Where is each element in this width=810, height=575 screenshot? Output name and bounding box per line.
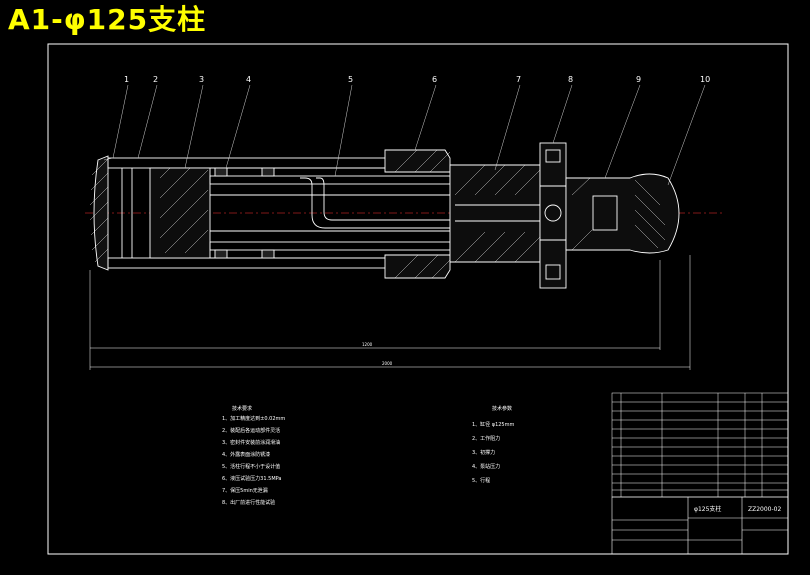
- tech-req-heading: 技术要求: [232, 405, 252, 412]
- callout-9: 9: [636, 75, 641, 84]
- inner-length-dim: 1200: [362, 342, 373, 347]
- title-block: [611, 496, 789, 555]
- callout-6: 6: [432, 75, 437, 84]
- params-item: 3、初撑力: [472, 449, 495, 456]
- flow-pipe: [300, 177, 460, 229]
- tech-req-item: 5、活柱行程不小于设计值: [222, 463, 280, 470]
- tech-req-list: 1、加工精度达到±0.02mm 2、装配后各运动部件灵活 3、密封件安装前涂润滑…: [222, 415, 285, 506]
- tech-req-item: 1、加工精度达到±0.02mm: [222, 415, 285, 422]
- params-list: 1、缸径 φ125mm 2、工作阻力 3、初撑力 4、泵站压力 5、行程: [472, 421, 514, 484]
- callout-1: 1: [124, 75, 129, 84]
- tech-req-item: 7、保压5min无泄漏: [222, 487, 268, 494]
- strut-assembly: [89, 142, 680, 289]
- params-item: 4、泵站压力: [472, 463, 500, 470]
- callout-4: 4: [246, 75, 251, 84]
- callout-2: 2: [153, 75, 158, 84]
- guide-sleeve: [384, 149, 451, 173]
- top-head: [565, 173, 680, 254]
- callout-3: 3: [199, 75, 204, 84]
- params-item: 5、行程: [472, 477, 490, 484]
- tech-req-item: 3、密封件安装前涂润滑油: [222, 439, 280, 446]
- border-frame: [47, 43, 789, 555]
- callout-10: 10: [700, 75, 710, 84]
- tech-req-item: 4、外露表面涂防锈漆: [222, 451, 270, 458]
- tech-req-item: 6、液压试验压力31.5MPa: [222, 475, 281, 482]
- params-item: 1、缸径 φ125mm: [472, 421, 514, 428]
- parts-list: [611, 392, 789, 498]
- piston: [149, 167, 211, 259]
- drawing-number: ZZ2000-02: [748, 506, 781, 513]
- overall-length-dim: 2000: [382, 361, 393, 366]
- valve-block: [539, 142, 567, 289]
- callout-7: 7: [516, 75, 521, 84]
- tech-req-item: 2、装配后各运动部件灵活: [222, 427, 280, 434]
- tech-req-item: 8、出厂前进行性能试验: [222, 499, 275, 506]
- callout-leaders: [103, 84, 706, 186]
- callout-5: 5: [348, 75, 353, 84]
- bottom-cap: [93, 155, 109, 271]
- top-connector: [449, 164, 541, 263]
- params-item: 2、工作阻力: [472, 435, 500, 442]
- inner-tube-top: [209, 175, 451, 185]
- callout-numbers: 1 2 3 4 5 6 7 8 9 10: [124, 75, 710, 84]
- page-title: A1-φ125支柱: [8, 3, 207, 36]
- inner-tube-bottom: [209, 241, 451, 251]
- params-heading: 技术参数: [492, 405, 512, 412]
- callout-8: 8: [568, 75, 573, 84]
- drawing-name: φ125支柱: [694, 505, 721, 513]
- dimension-lines: [89, 255, 691, 370]
